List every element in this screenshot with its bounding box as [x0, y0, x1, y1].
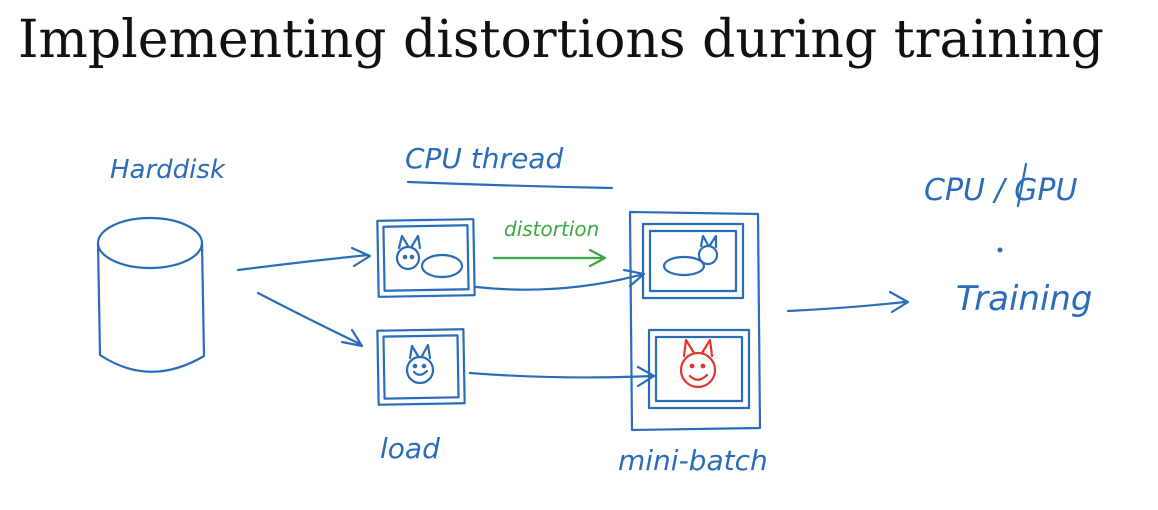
load-label: load [380, 432, 440, 465]
arrow-bottom-to-minibatch [468, 365, 656, 388]
training-label: Training [956, 279, 1093, 319]
mini-batch-container [628, 210, 762, 432]
distortion-arrow [492, 248, 607, 268]
cpu-gpu-label: CPU / GPU [924, 173, 1078, 208]
distorted-cat-icon [679, 338, 717, 389]
cpu-thread-underline [406, 180, 614, 190]
arrow-disk-to-image-top [236, 246, 372, 272]
arrow-disk-to-image-bottom [256, 291, 364, 348]
mini-batch-label: mini-batch [618, 444, 768, 477]
arrow-top-to-minibatch [474, 268, 646, 291]
hard-disk-label: Harddisk [110, 155, 226, 185]
cat-image-icon [376, 328, 466, 406]
distortion-label: distortion [504, 217, 599, 241]
page-title: Implementing distortions during training [18, 10, 1105, 70]
cat-image-icon [376, 218, 476, 298]
arrow-to-training [786, 290, 910, 314]
cpu-gpu-slash [1016, 162, 1028, 208]
hard-disk-cylinder-icon [96, 216, 206, 373]
cpu-thread-label: CPU thread [405, 142, 563, 175]
